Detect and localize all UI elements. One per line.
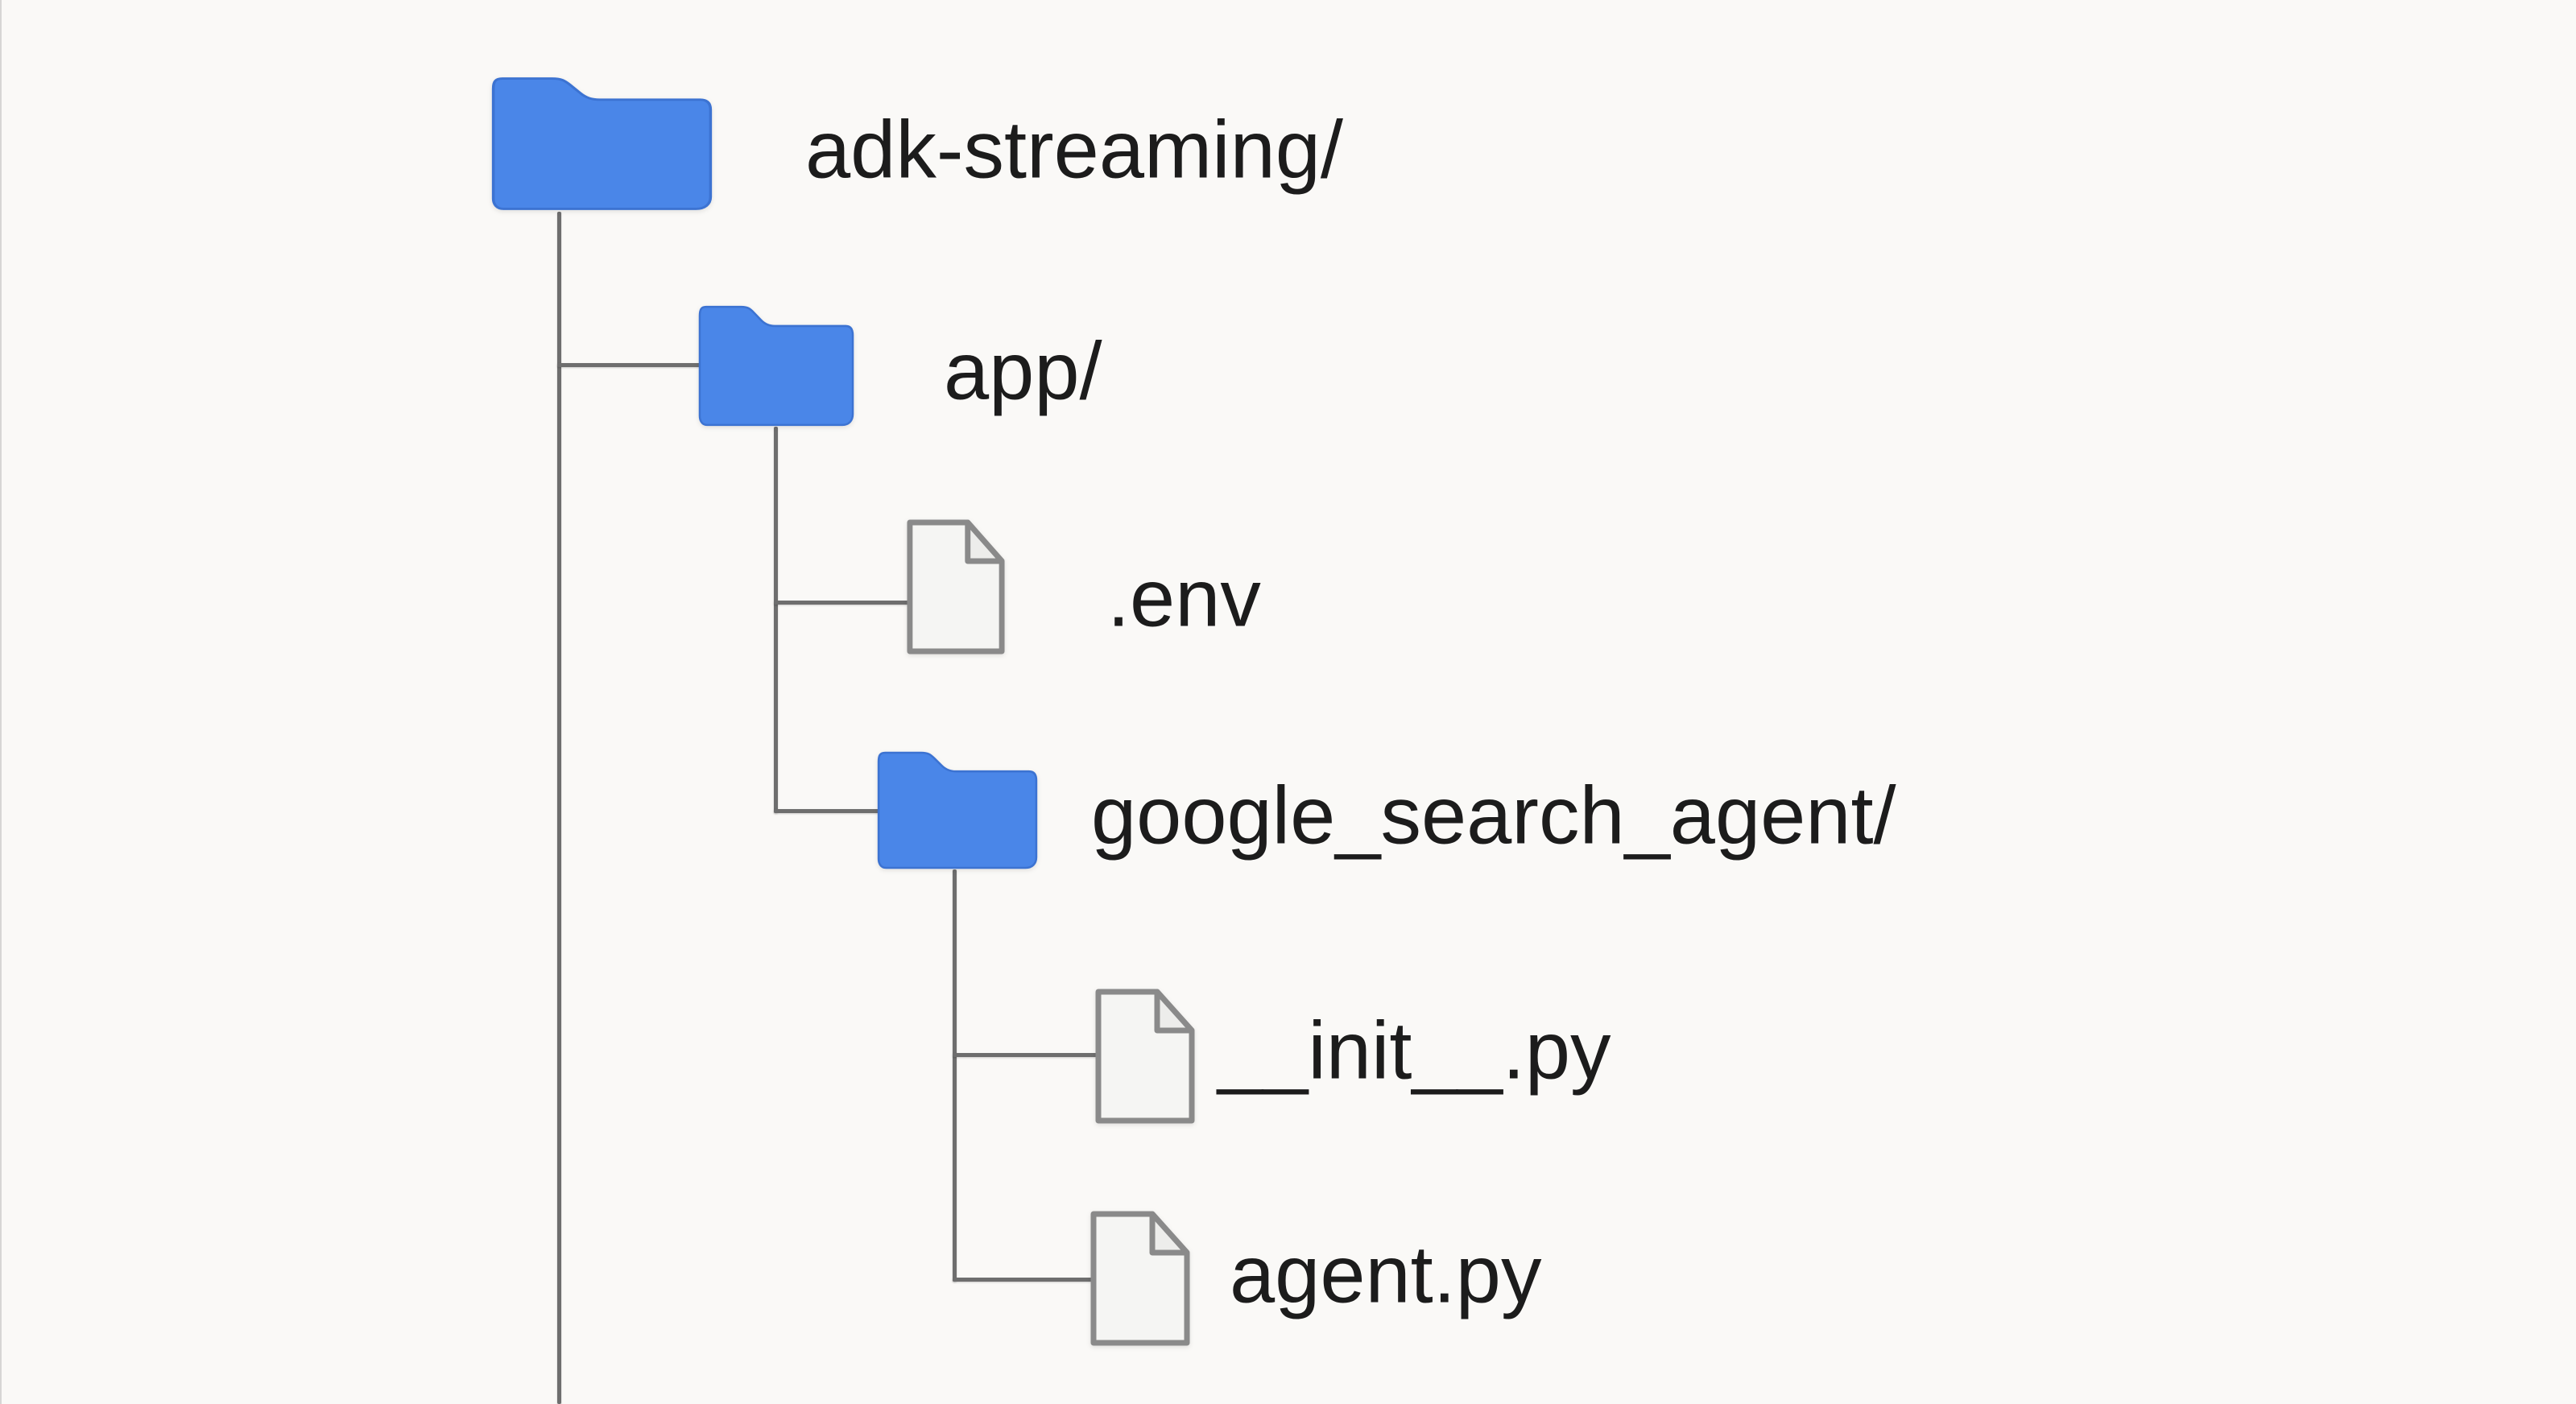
file-icon xyxy=(1095,989,1195,1124)
connector-branch-agent xyxy=(953,1278,1093,1282)
tree-node-label-app: app/ xyxy=(944,326,1102,417)
left-edge-line xyxy=(0,0,2,1404)
connector-branch-env xyxy=(774,601,909,605)
connector-trunk-app xyxy=(774,427,778,813)
tree-node-label-env: .env xyxy=(1107,553,1261,644)
tree-node-label-agent-py: agent.py xyxy=(1230,1229,1542,1320)
connector-branch-init xyxy=(953,1053,1098,1057)
connector-branch-app xyxy=(557,363,701,367)
connector-branch-gsa xyxy=(774,809,879,813)
tree-node-label-adk-streaming: adk-streaming/ xyxy=(805,105,1343,196)
connector-trunk-root xyxy=(557,212,561,1404)
file-icon xyxy=(907,519,1005,655)
folder-icon xyxy=(877,751,1038,869)
file-icon xyxy=(1090,1211,1190,1346)
connector-trunk-gsa xyxy=(953,869,957,1282)
tree-node-label-google-search-agent: google_search_agent/ xyxy=(1091,770,1896,861)
folder-icon xyxy=(491,77,713,210)
tree-node-label-init-py: __init__.py xyxy=(1218,1006,1611,1096)
folder-icon xyxy=(698,305,854,427)
